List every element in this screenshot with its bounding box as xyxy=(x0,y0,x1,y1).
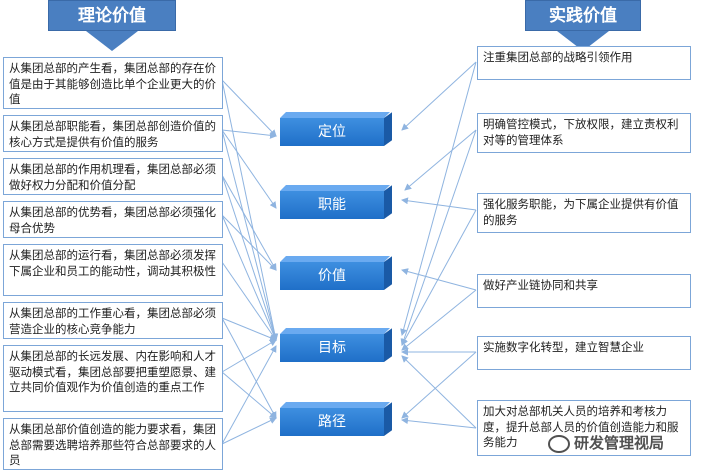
node-positioning-label: 定位 xyxy=(280,118,384,146)
practice-box-6: 加大对总部机关人员的培养和考核力度，提升总部人员的价值创造能力和服务能力 xyxy=(477,400,691,456)
theory-box-3: 从集团总部的作用机理看，集团总部必须做好权力分配和价值分配 xyxy=(3,158,223,195)
theory-box-7: 从集团总部的长远发展、内在影响和人才驱动模式看，集团总部要把重塑愿景、建立共同价… xyxy=(3,345,223,412)
theory-value-header: 理论价值 xyxy=(48,0,176,31)
theory-box-5: 从集团总部的运行看，集团总部必须发挥下属企业和员工的能动性，调动其积极性 xyxy=(3,244,223,296)
practice-box-2: 明确管控模式，下放权限，建立责权利对等的管理体系 xyxy=(477,113,691,153)
practice-box-1: 注重集团总部的战略引领作用 xyxy=(477,46,691,80)
practice-box-5: 实施数字化转型，建立智慧企业 xyxy=(477,336,691,370)
wechat-icon xyxy=(548,434,570,453)
practice-box-3: 强化服务职能，为下属企业提供有价值的服务 xyxy=(477,193,691,233)
theory-box-1: 从集团总部的产生看，集团总部的存在价值是由于其能够创造比单个企业更大的价值 xyxy=(3,57,223,109)
node-path-label: 路径 xyxy=(280,408,384,436)
node-function: 职能 xyxy=(280,185,392,219)
practice-box-4: 做好产业链协同和共享 xyxy=(477,274,691,308)
theory-box-4: 从集团总部的优势看，集团总部必须强化母合优势 xyxy=(3,201,223,238)
watermark-text: 研发管理视局 xyxy=(574,434,665,452)
theory-box-6: 从集团总部的工作重心看，集团总部必须营造企业的核心竞争能力 xyxy=(3,302,223,339)
node-function-label: 职能 xyxy=(280,191,384,219)
theory-box-8: 从集团总部价值创造的能力要求看，集团总部需要选聘培养那些符合总部要求的人员 xyxy=(3,418,223,470)
watermark: 研发管理视局 xyxy=(548,432,664,453)
node-goal: 目标 xyxy=(280,328,392,362)
node-value: 价值 xyxy=(280,256,392,290)
theory-down-arrow-icon xyxy=(86,31,138,51)
theory-box-2: 从集团总部职能看，集团总部创造价值的核心方式是提供有价值的服务 xyxy=(3,115,223,152)
node-value-label: 价值 xyxy=(280,262,384,290)
practice-value-header: 实践价值 xyxy=(525,0,641,31)
node-path: 路径 xyxy=(280,402,392,436)
node-goal-label: 目标 xyxy=(280,334,384,362)
node-positioning: 定位 xyxy=(280,112,392,146)
